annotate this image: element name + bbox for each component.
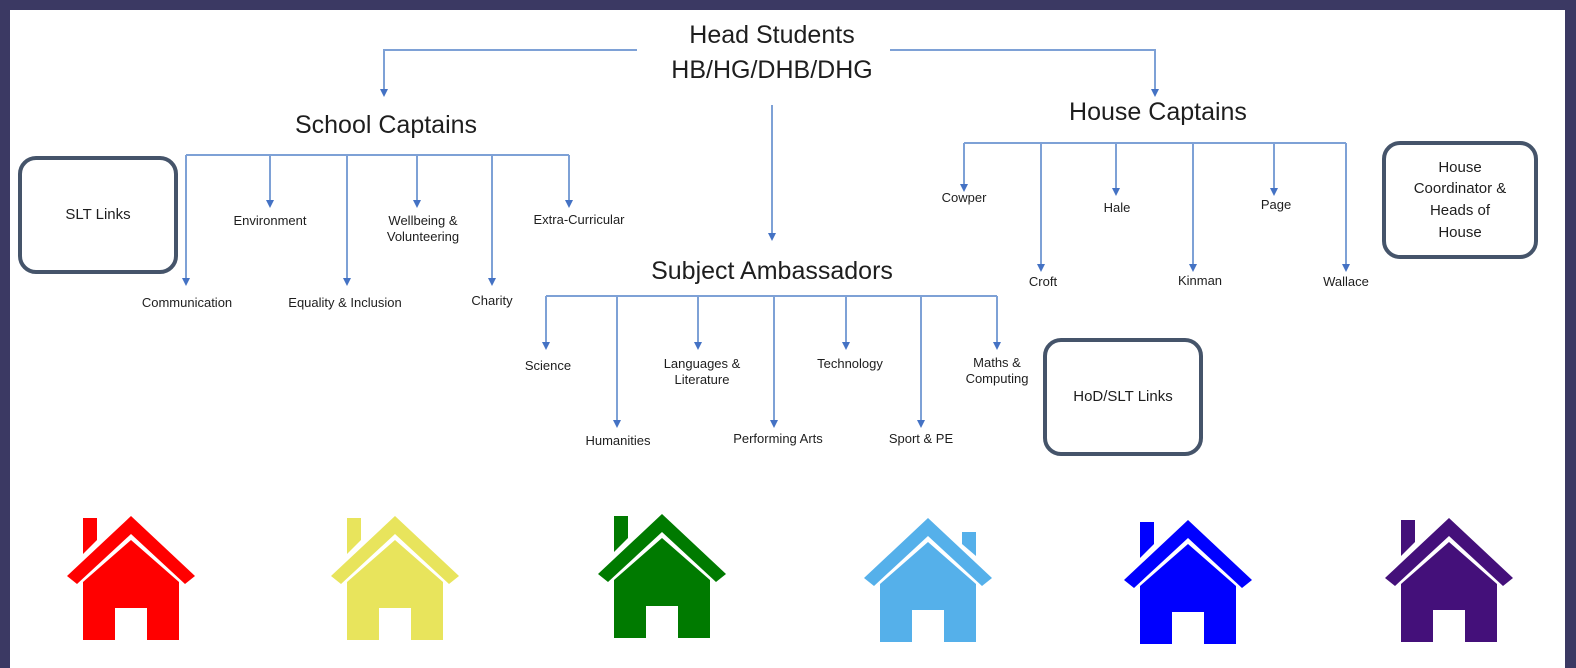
subject-ambassadors-title: Subject Ambassadors [651,257,893,285]
house-icon [1385,518,1513,642]
subject-science: Science [524,358,572,373]
hod-slt-links-box: HoD/SLT Links [1043,338,1203,456]
school-captain-equality-inclusion: Equality & Inclusion [288,295,402,310]
house-icon [598,514,726,638]
subject-technology: Technology [817,356,883,371]
house-icon [1124,520,1252,644]
school-captain-communication: Communication [141,295,233,310]
subject-languages-literature: Languages & Literature [663,356,741,388]
house-icon [331,516,459,640]
school-captain-environment: Environment [233,213,307,228]
school-captains-title: School Captains [294,111,478,139]
slt-links-box: SLT Links [18,156,178,274]
subject-maths-computing: Maths & Computing [965,355,1029,387]
head-students-subtitle: HB/HG/DHB/DHG [671,56,873,84]
school-captain-charity: Charity [471,293,513,308]
house-icon [67,516,195,640]
school-captain-extra-curricular: Extra-Curricular [533,212,625,227]
house-icon [864,518,992,642]
house-croft: Croft [1028,274,1058,289]
school-captain-wellbeing-volunteering: Wellbeing & Volunteering [386,213,460,245]
subject-humanities: Humanities [585,433,651,448]
house-kinman: Kinman [1177,273,1223,288]
head-students-title: Head Students [689,21,855,49]
subject-sport-pe: Sport & PE [888,431,954,446]
house-cowper: Cowper [941,190,987,205]
house-captains-title: House Captains [1069,98,1247,126]
subject-performing-arts: Performing Arts [733,431,823,446]
house-page: Page [1260,197,1292,212]
diagram-canvas [10,10,1565,668]
house-hale: Hale [1103,200,1131,215]
house-coordinator-box: House Coordinator & Heads of House [1382,141,1538,259]
house-wallace: Wallace [1323,274,1369,289]
